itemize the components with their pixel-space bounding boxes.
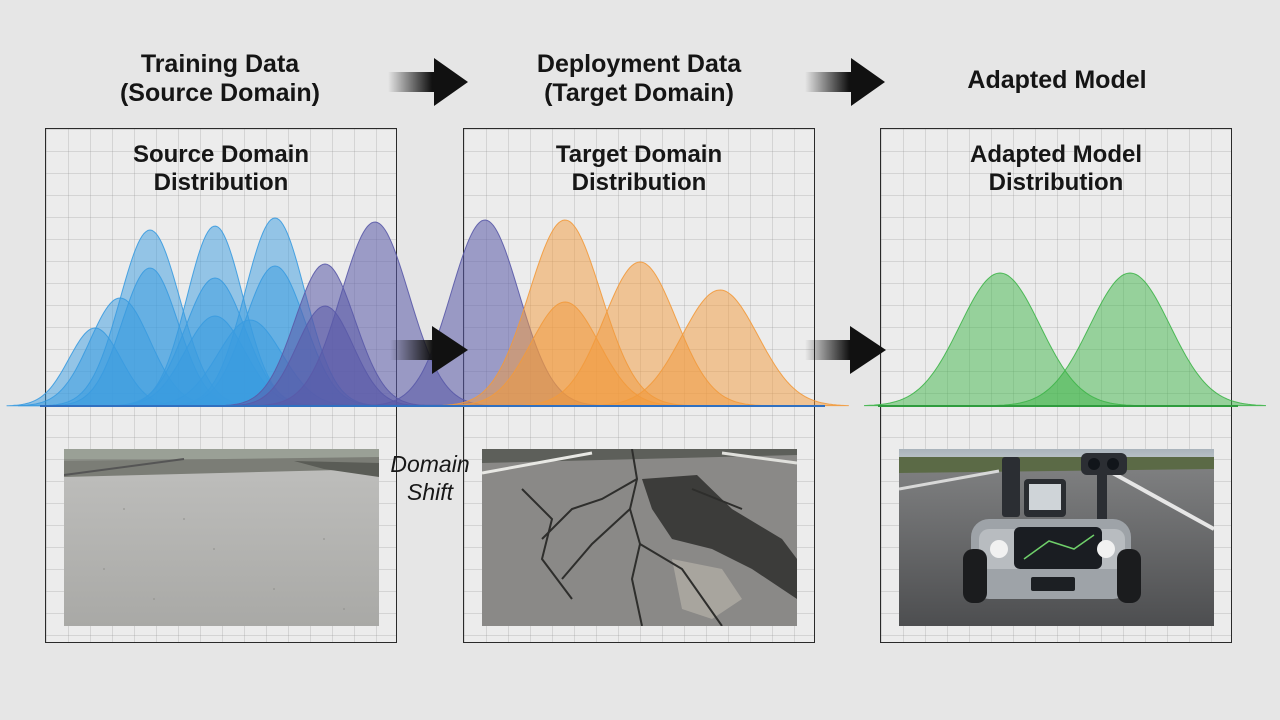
domain-shift-label: Domain Shift — [380, 450, 480, 506]
adapted-model-panel-title: Adapted Model Distribution — [881, 141, 1231, 197]
source-title-line1: Source Domain — [132, 141, 310, 168]
header-deployment-data: Deployment Data (Target Domain) — [489, 50, 789, 108]
autonomous-robot-vehicle-image — [899, 449, 1214, 626]
target-title-line2: Distribution — [571, 169, 707, 196]
header-training-data-line2: (Source Domain) — [119, 79, 321, 107]
header-deployment-data-line2: (Target Domain) — [544, 79, 734, 107]
arrow-right-icon — [388, 58, 468, 106]
target-domain-panel: Target Domain Distribution — [463, 128, 815, 643]
header-adapted-model: Adapted Model — [907, 66, 1207, 95]
target-domain-panel-title: Target Domain Distribution — [464, 141, 814, 197]
adapted-title-line2: Distribution — [988, 169, 1124, 196]
arrow-right-icon — [390, 326, 468, 374]
header-training-data-line1: Training Data — [140, 50, 300, 78]
header-training-data: Training Data (Source Domain) — [70, 50, 370, 108]
domain-shift-line1: Domain — [390, 451, 470, 477]
source-domain-panel-title: Source Domain Distribution — [46, 141, 396, 197]
header-adapted-model-line1: Adapted Model — [967, 66, 1147, 94]
smooth-concrete-road-image — [64, 449, 379, 626]
header-deployment-data-line1: Deployment Data — [536, 50, 742, 78]
adapted-title-line1: Adapted Model — [970, 141, 1142, 168]
arrow-right-icon — [805, 58, 885, 106]
source-title-line2: Distribution — [153, 169, 289, 196]
domain-shift-line2: Shift — [406, 479, 454, 505]
source-domain-panel: Source Domain Distribution — [45, 128, 397, 643]
adapted-model-panel: Adapted Model Distribution — [880, 128, 1232, 643]
cracked-asphalt-road-image — [482, 449, 797, 626]
arrow-right-icon — [805, 326, 886, 374]
target-title-line1: Target Domain — [555, 141, 723, 168]
